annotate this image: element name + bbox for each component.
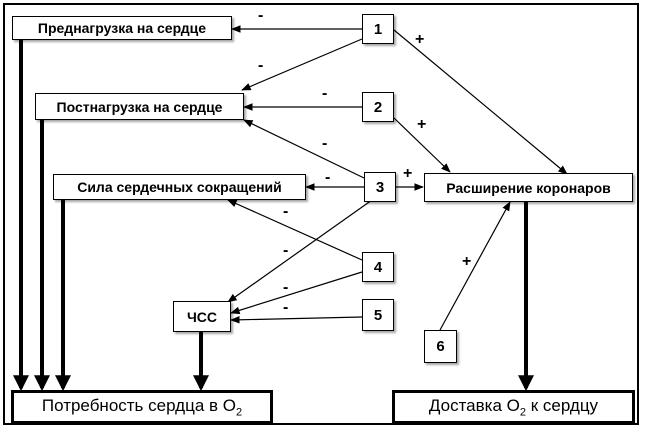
box-hr-label: ЧСС bbox=[186, 308, 218, 325]
arrow-4-contraction bbox=[227, 199, 363, 261]
box-demand-label: Потребность сердца в О2 bbox=[41, 395, 243, 419]
arrow-2-coronary bbox=[393, 117, 451, 173]
factor-2: 2 bbox=[362, 92, 394, 122]
sign-4-contraction: - bbox=[283, 203, 289, 220]
factor-1: 1 bbox=[362, 14, 394, 44]
sign-1-preload: - bbox=[258, 7, 264, 24]
box-demand: Потребность сердца в О2 bbox=[11, 390, 273, 424]
sign-2-coronary: + bbox=[417, 116, 427, 133]
box-hr: ЧСС bbox=[173, 301, 231, 332]
box-delivery-label: Доставка О2 к сердцу bbox=[428, 395, 599, 419]
box-afterload: Постнагрузка на сердце bbox=[35, 93, 244, 120]
factor-6: 6 bbox=[424, 330, 457, 363]
box-coronary: Расширение коронаров bbox=[424, 173, 633, 202]
box-preload: Преднагрузка на сердце bbox=[12, 16, 232, 40]
box-afterload-label: Постнагрузка на сердце bbox=[56, 98, 223, 115]
box-contraction: Сила сердечных сокращений bbox=[53, 174, 306, 200]
sign-3-hr: - bbox=[283, 242, 289, 259]
factor-4: 4 bbox=[362, 252, 394, 282]
arrow-3-afterload bbox=[243, 119, 365, 179]
arrow-3-hr bbox=[227, 199, 373, 303]
box-coronary-label: Расширение коронаров bbox=[446, 179, 611, 196]
box-delivery: Доставка О2 к сердцу bbox=[392, 390, 635, 424]
sign-3-coronary: + bbox=[403, 165, 413, 182]
box-contraction-label: Сила сердечных сокращений bbox=[77, 179, 282, 195]
sign-3-afterload: - bbox=[322, 135, 328, 152]
sign-5-hr: - bbox=[283, 299, 289, 316]
sign-1-afterload: - bbox=[258, 57, 264, 74]
arrow-6-coronary bbox=[439, 201, 511, 331]
sign-6-coronary: + bbox=[462, 253, 472, 270]
factor-5: 5 bbox=[362, 299, 394, 331]
box-preload-label: Преднагрузка на сердце bbox=[37, 20, 207, 36]
arrow-5-hr bbox=[230, 315, 363, 324]
sign-3-contraction: - bbox=[325, 169, 331, 186]
sign-2-afterload: - bbox=[322, 85, 328, 102]
sign-4-hr: - bbox=[283, 279, 289, 296]
arrow-1-coronary bbox=[393, 29, 568, 175]
arrow-4-hr bbox=[230, 271, 363, 315]
diagram-frame bbox=[3, 3, 639, 425]
factor-3: 3 bbox=[364, 172, 396, 202]
sign-1-coronary: + bbox=[415, 31, 425, 48]
arrow-1-afterload bbox=[241, 38, 363, 91]
